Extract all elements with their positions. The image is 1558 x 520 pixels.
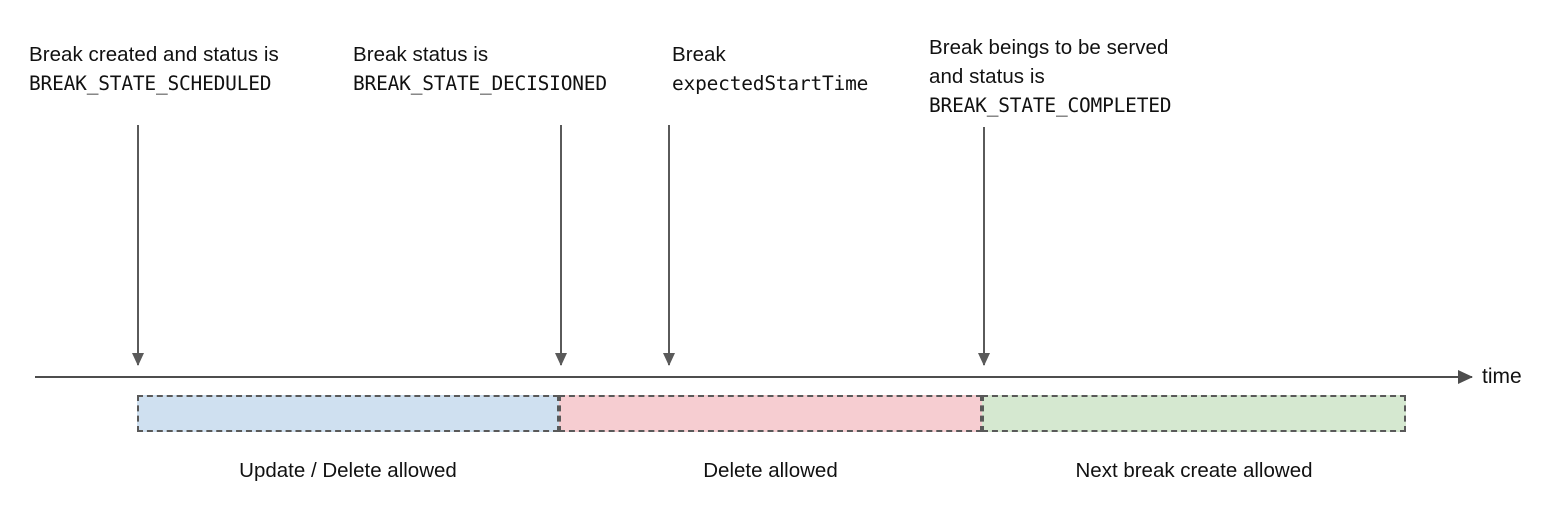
arrow-head-icon [132,353,144,366]
arrow-shaft [983,127,985,365]
annotation-line: Break status is [353,43,489,66]
time-axis [35,370,1473,384]
phase-bar-next-break-create-allowed [982,395,1406,432]
phase-bar-delete-allowed [559,395,982,432]
arrow-shaft [668,125,670,365]
annotation-line-state: BREAK_STATE_COMPLETED [929,94,1172,117]
arrow-head-icon [978,353,990,366]
pointer-arrow-expected-start [661,125,677,366]
pointer-arrow-completed [976,127,992,366]
arrow-shaft [137,125,139,365]
time-axis-label: time [1482,365,1522,388]
arrow-shaft [560,125,562,365]
arrow-head-icon [555,353,567,366]
arrow-head-icon [663,353,675,366]
pointer-arrow-scheduled [130,125,146,366]
phase-label-update-delete-allowed: Update / Delete allowed [239,459,457,482]
axis-arrow-head-icon [1458,370,1473,384]
phase-bar-update-delete-allowed [137,395,559,432]
phase-label-next-break-create-allowed: Next break create allowed [1075,459,1313,482]
phase-label-delete-allowed: Delete allowed [703,459,838,482]
annotation-break-created: Break created and status is BREAK_STATE_… [29,40,279,98]
annotation-line: Break beings to be served [929,36,1169,59]
annotation-line-state: BREAK_STATE_SCHEDULED [29,72,272,95]
annotation-line: Break [672,43,726,66]
annotation-break-completed: Break beings to be served and status is … [929,33,1172,120]
annotation-line-state: BREAK_STATE_DECISIONED [353,72,607,95]
annotation-line: and status is [929,65,1045,88]
annotation-break-decisioned: Break status is BREAK_STATE_DECISIONED [353,40,607,98]
axis-line [35,376,1472,378]
annotation-line: Break created and status is [29,43,279,66]
pointer-arrow-decisioned [553,125,569,366]
annotation-expected-start-time: Break expectedStartTime [672,40,868,98]
annotation-line-field: expectedStartTime [672,72,869,95]
